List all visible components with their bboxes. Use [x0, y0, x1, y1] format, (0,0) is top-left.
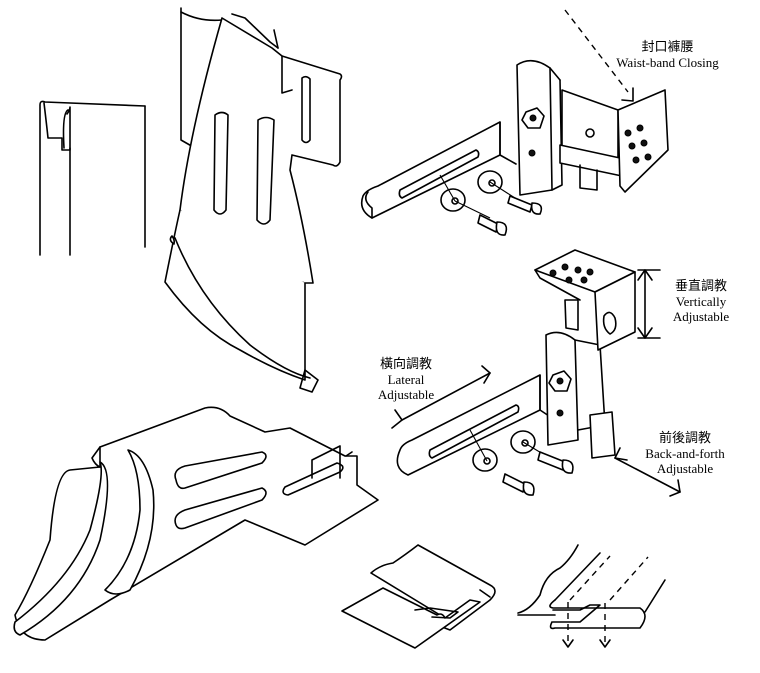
horizontal-folder [13, 406, 379, 641]
lateral-label-zh: 橫向調教 [379, 357, 432, 372]
waistband-label-zh: 封口褲腰 [641, 40, 694, 55]
vertically-adjustable-label: 垂直調教 Vertically Adjustable [662, 279, 740, 324]
fabric-fold-illustration-1 [341, 544, 496, 649]
fabric-fold-illustration-2 [517, 544, 666, 648]
back-and-forth-adjustable-label: 前後調教 Back-and-forth Adjustable [630, 431, 740, 476]
vertical-label-zh: 垂直調教 [674, 279, 727, 294]
vertical-label-en2: Adjustable [672, 309, 730, 324]
vertical-label-en1: Vertically [675, 294, 727, 309]
upright-folder [164, 7, 343, 393]
middle-bracket-assembly [396, 249, 636, 496]
lateral-adjustable-label: 橫向調教 Lateral Adjustable [366, 357, 446, 402]
top-bracket-assembly [360, 9, 669, 236]
backforth-label-en1: Back-and-forth [645, 446, 725, 461]
backforth-label-en2: Adjustable [656, 461, 714, 476]
lateral-label-en1: Lateral [387, 372, 425, 387]
back-forth-arrow [614, 457, 681, 493]
waistband-label-en: Waist-band Closing [616, 55, 719, 70]
backforth-label-zh: 前後調教 [658, 431, 711, 446]
folded-fabric-strip [39, 100, 146, 256]
adjustment-arrows [391, 269, 681, 497]
waistband-closing-label: 封口褲腰 Waist-band Closing [605, 40, 730, 70]
lateral-label-en2: Adjustable [377, 387, 435, 402]
lateral-arrow [401, 372, 491, 421]
